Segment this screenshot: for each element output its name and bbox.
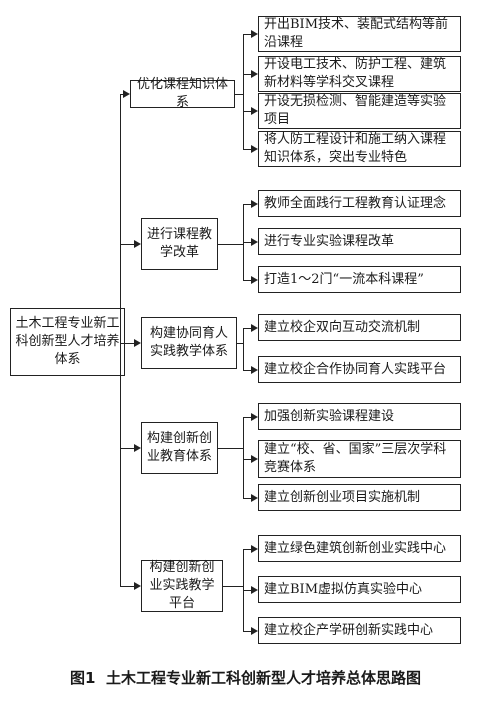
figure-number: 图1	[70, 669, 96, 687]
arrow-icon	[251, 70, 258, 78]
leaf-label: 开设电工技术、防护工程、建筑新材料等学科交叉课程	[264, 57, 447, 90]
leaf-node: 开设无损检测、智能建造等实验项目	[258, 93, 461, 129]
leaf-connector	[243, 416, 252, 418]
root-node: 土木工程专业新工科创新型人才培养体系	[10, 308, 125, 376]
arrow-icon	[251, 237, 258, 246]
arrow-icon	[134, 339, 141, 347]
category-connector	[120, 94, 124, 95]
leaf-label: 建立绿色建筑创新创业实践中心	[264, 540, 447, 556]
leaf-connector	[243, 241, 252, 243]
leaf-node: 建立“校、省、国家”三层次学科竞赛体系	[258, 440, 461, 478]
branch-connector	[218, 244, 243, 245]
leaf-node: 打造1～2门“一流本科课程”	[258, 266, 461, 293]
leaf-node: 进行专业实验课程改革	[258, 228, 461, 255]
branch-connector	[223, 586, 243, 587]
category-label: 构建协同育人实践教学体系	[149, 326, 228, 359]
arrow-icon	[251, 107, 258, 115]
leaf-node: 建立BIM虚拟仿真实验中心	[258, 576, 461, 603]
leaf-label: 建立校企产学研创新实践中心	[264, 622, 434, 638]
category-connector	[120, 586, 135, 587]
arrow-icon	[251, 199, 258, 208]
category-label: 进行课程教学改革	[146, 227, 212, 260]
arrow-icon	[134, 444, 141, 452]
arrow-icon	[134, 582, 141, 590]
arrow-icon	[251, 455, 258, 463]
leaf-label: 开出BIM技术、装配式结构等前沿课程	[264, 17, 448, 50]
branch-bus-line	[243, 327, 244, 370]
arrow-icon	[251, 365, 258, 374]
category-label: 构建创新创业教育体系	[146, 431, 212, 464]
arrow-icon	[251, 493, 258, 502]
root-label: 土木工程专业新工科创新型人才培养体系	[15, 316, 120, 367]
leaf-connector	[243, 34, 252, 35]
leaf-connector	[243, 111, 252, 112]
branch-connector	[235, 94, 243, 95]
arrow-icon	[251, 412, 258, 421]
arrow-icon	[251, 30, 258, 38]
leaf-label: 建立校企双向互动交流机制	[264, 319, 421, 335]
leaf-connector	[243, 203, 252, 205]
category-label: 构建创新创业实践教学平台	[149, 560, 215, 611]
leaf-label: 建立“校、省、国家”三层次学科竞赛体系	[264, 442, 447, 475]
leaf-connector	[243, 589, 252, 591]
leaf-node: 建立校企产学研创新实践中心	[258, 617, 461, 644]
arrow-icon	[251, 323, 258, 332]
branch-connector	[218, 448, 243, 449]
arrow-icon	[123, 90, 130, 98]
leaf-connector	[243, 74, 252, 75]
leaf-label: 教师全面践行工程教育认证理念	[264, 195, 447, 211]
leaf-label: 建立BIM虚拟仿真实验中心	[264, 581, 422, 597]
leaf-connector	[243, 548, 252, 550]
leaf-node: 建立校企双向互动交流机制	[258, 314, 461, 341]
leaf-node: 建立创新创业项目实施机制	[258, 484, 461, 511]
arrow-icon	[251, 145, 258, 153]
category-node: 构建创新创业教育体系	[141, 422, 218, 474]
leaf-connector	[243, 327, 252, 329]
branch-bus-line	[243, 416, 244, 498]
leaf-node: 加强创新实验课程建设	[258, 403, 461, 430]
arrow-icon	[134, 240, 141, 248]
leaf-label: 加强创新实验课程建设	[264, 408, 395, 424]
category-connector	[120, 244, 135, 245]
leaf-label: 开设无损检测、智能建造等实验项目	[264, 94, 447, 127]
figure-caption: 图1 土木工程专业新工科创新型人才培养总体思路图	[0, 667, 491, 688]
leaf-connector	[243, 369, 252, 371]
leaf-label: 打造1～2门“一流本科课程”	[264, 271, 424, 287]
leaf-node: 开设电工技术、防护工程、建筑新材料等学科交叉课程	[258, 56, 461, 92]
leaf-label: 将人防工程设计和施工纳入课程知识体系，突出专业特色	[264, 132, 447, 165]
arrow-icon	[251, 626, 258, 635]
main-trunk-line	[120, 94, 121, 586]
leaf-node: 将人防工程设计和施工纳入课程知识体系，突出专业特色	[258, 131, 461, 167]
branch-connector	[237, 343, 243, 344]
category-node: 构建协同育人实践教学体系	[141, 317, 237, 369]
category-node: 构建创新创业实践教学平台	[141, 560, 223, 612]
category-label: 优化课程知识体系	[136, 77, 228, 110]
leaf-node: 建立校企合作协同育人实践平台	[258, 356, 461, 383]
leaf-label: 建立创新创业项目实施机制	[264, 489, 421, 505]
category-node: 进行课程教学改革	[141, 218, 218, 270]
arrow-icon	[251, 275, 258, 284]
leaf-connector	[243, 459, 252, 460]
category-connector	[120, 343, 135, 344]
branch-bus-line	[243, 34, 244, 149]
leaf-connector	[243, 630, 252, 632]
figure-title: 土木工程专业新工科创新型人才培养总体思路图	[105, 669, 421, 687]
leaf-label: 进行专业实验课程改革	[264, 233, 395, 249]
leaf-node: 建立绿色建筑创新创业实践中心	[258, 535, 461, 562]
leaf-node: 开出BIM技术、装配式结构等前沿课程	[258, 16, 461, 52]
leaf-node: 教师全面践行工程教育认证理念	[258, 190, 461, 217]
category-connector	[120, 448, 135, 449]
leaf-label: 建立校企合作协同育人实践平台	[264, 361, 447, 377]
leaf-connector	[243, 149, 252, 150]
flow-diagram: 土木工程专业新工科创新型人才培养体系 优化课程知识体系 开出BIM技术、装配式结构…	[10, 16, 461, 644]
arrow-icon	[251, 585, 258, 594]
leaf-connector	[243, 497, 252, 499]
leaf-connector	[243, 279, 252, 281]
category-node: 优化课程知识体系	[130, 77, 235, 110]
arrow-icon	[251, 544, 258, 553]
